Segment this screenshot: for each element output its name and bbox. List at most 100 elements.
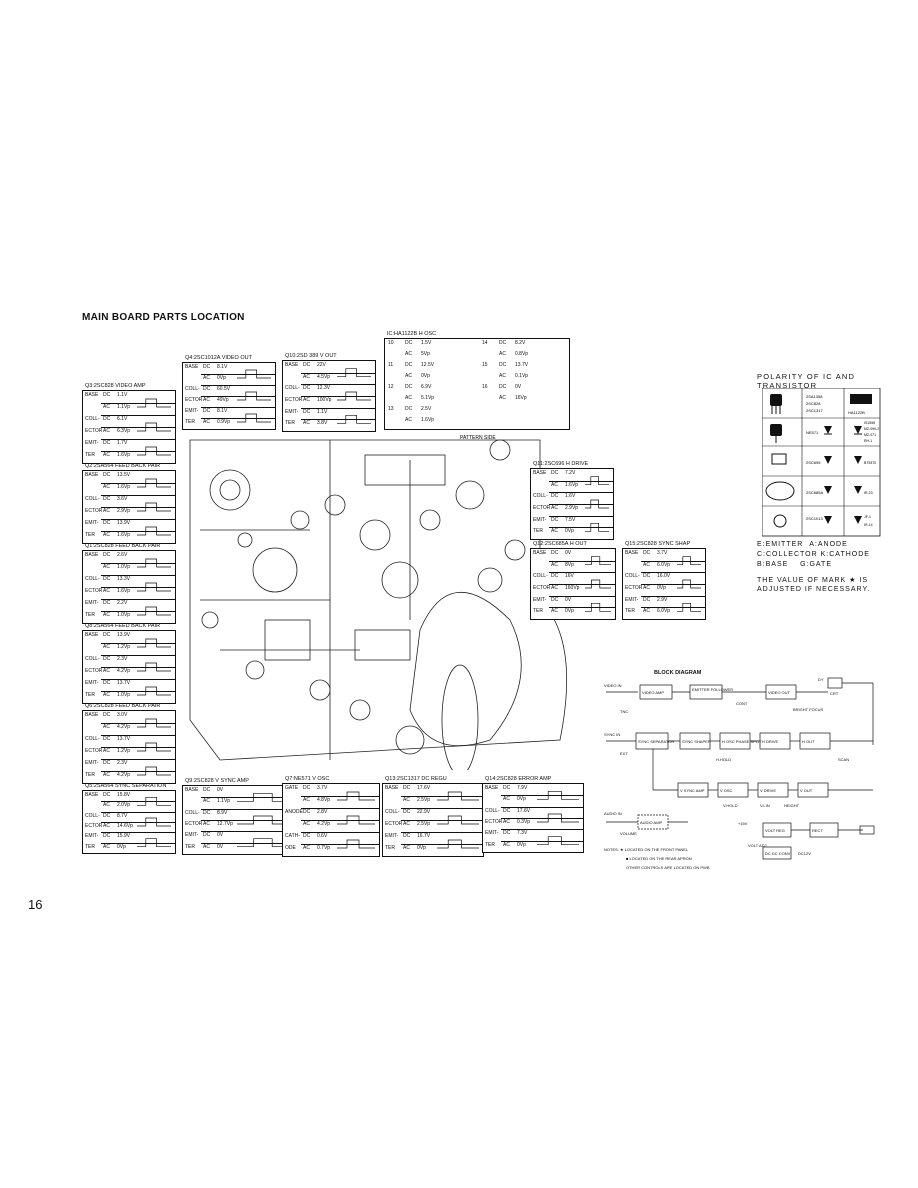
row-kind: DC xyxy=(551,573,559,580)
table-rule xyxy=(101,832,175,834)
row-kind: DC xyxy=(103,712,111,718)
row-kind: AC xyxy=(405,395,412,401)
waveform-area xyxy=(337,791,375,849)
row-value: 3.7V xyxy=(657,550,668,556)
table-rule xyxy=(201,797,301,799)
waveform-area xyxy=(137,718,171,776)
row-kind: DC xyxy=(551,493,559,500)
row-kind: DC xyxy=(203,832,211,839)
row-value: 0Vp xyxy=(517,796,526,803)
row-kind: AC xyxy=(103,428,110,434)
bd-note-front: NOTES: ★ LOCATED ON THE FRONT PANEL xyxy=(604,847,689,852)
waveform-area xyxy=(137,796,171,848)
row-kind: DC xyxy=(499,340,507,346)
row-label: TER xyxy=(625,608,635,615)
table-rule xyxy=(641,595,705,597)
table-title: Q7:NE571 V OSC xyxy=(285,776,330,782)
row-kind: DC xyxy=(499,384,507,390)
dev-mz071: MZ-071 xyxy=(864,433,876,437)
dev-rh1: RH-1 xyxy=(864,439,872,443)
row-kind: AC xyxy=(303,845,310,851)
row-label: ECTOR xyxy=(385,821,403,827)
table-rule xyxy=(301,372,375,374)
waveform-area xyxy=(585,476,609,532)
row-label: BASE xyxy=(85,552,99,558)
row-value: 2.5Vp xyxy=(417,821,431,827)
row-kind: AC xyxy=(551,561,558,568)
row-label: ECTOR xyxy=(85,668,103,674)
row-value: 49Vp xyxy=(217,397,229,403)
table-rule xyxy=(201,385,275,386)
row-value: 12.7Vp xyxy=(217,821,233,827)
row-value: 2.2V xyxy=(117,600,128,606)
row-value: 16V xyxy=(565,573,574,580)
table-rule xyxy=(101,495,175,496)
dev-bt5370: BT5370 xyxy=(864,461,876,465)
row-label: COLL- xyxy=(85,656,100,662)
row-label: COLL- xyxy=(85,812,100,819)
table-rule xyxy=(549,504,613,505)
table-rule xyxy=(549,595,615,597)
table-title: Q1:2SC828 FEED BACK PAIR xyxy=(85,543,161,549)
row-value: 22.9V xyxy=(417,809,431,815)
row-label: TER xyxy=(85,532,95,538)
row-value: 0.9Vp xyxy=(217,419,231,425)
table-rule xyxy=(301,796,379,797)
row-value: 1.6Vp xyxy=(421,417,435,423)
bd-v-drive: V DRIVE xyxy=(760,788,776,793)
row-kind: AC xyxy=(103,564,110,570)
row-value: 17.6V xyxy=(417,785,431,791)
row-value: 0Vp xyxy=(657,585,666,591)
row-kind: DC xyxy=(203,787,211,793)
row-kind: DC xyxy=(405,384,413,390)
row-kind: DC xyxy=(503,785,511,791)
table-rule xyxy=(101,643,175,644)
row-kind: AC xyxy=(405,351,412,357)
bd-h-drive: H DRIVE xyxy=(762,739,779,744)
row-value: 8Vp xyxy=(565,561,574,568)
row-value: 16.0V xyxy=(657,573,671,580)
row-value: 1.6Vp xyxy=(117,588,131,594)
row-value: 6.3Vp xyxy=(117,428,131,434)
table-rule xyxy=(549,584,615,585)
row-kind: AC xyxy=(203,798,210,805)
row-label: TER xyxy=(85,772,95,778)
table-rule xyxy=(101,759,175,760)
row-value: 2.6V xyxy=(117,552,128,558)
row-value: 12.5V xyxy=(421,362,435,368)
waveform-area xyxy=(437,791,479,849)
row-value: 0.8Vp xyxy=(515,351,529,357)
row-kind: AC xyxy=(103,692,110,698)
row-label: COLL- xyxy=(625,573,640,580)
table-rule xyxy=(101,587,175,588)
row-kind: DC xyxy=(303,833,311,839)
bd-emitter-follower: EMITTER FOLLOWER xyxy=(692,687,733,692)
dev-2sc1013: 2SC1013 xyxy=(806,516,823,521)
row-value: 15.8V xyxy=(117,792,131,798)
row-value: 7.3V xyxy=(517,830,528,837)
block-diagram: VIDEO AMP EMITTER FOLLOWER VIDEO OUT CRT… xyxy=(604,677,875,860)
row-label: BASE xyxy=(85,632,99,638)
row-value: 4.2Vp xyxy=(117,724,131,730)
bd-v-lin: V.LIN xyxy=(760,803,770,808)
row-value: 8.1V xyxy=(217,364,228,370)
row-kind: DC xyxy=(203,809,211,816)
row-kind: AC xyxy=(103,588,110,594)
row-value: 0.1Vp xyxy=(515,373,529,379)
row-kind: DC xyxy=(103,416,111,422)
table-rule xyxy=(201,396,275,397)
row-kind: DC xyxy=(403,809,411,815)
row-value: 5Vp xyxy=(421,351,430,357)
row-kind: AC xyxy=(503,819,510,825)
row-kind: AC xyxy=(405,373,412,379)
row-kind: AC xyxy=(403,797,410,803)
row-value: 1.7V xyxy=(117,440,128,446)
table-rule xyxy=(201,820,301,821)
bd-video-in: VIDEO IN xyxy=(604,683,622,688)
row-kind: DC xyxy=(103,392,111,398)
table-rule xyxy=(501,806,583,808)
